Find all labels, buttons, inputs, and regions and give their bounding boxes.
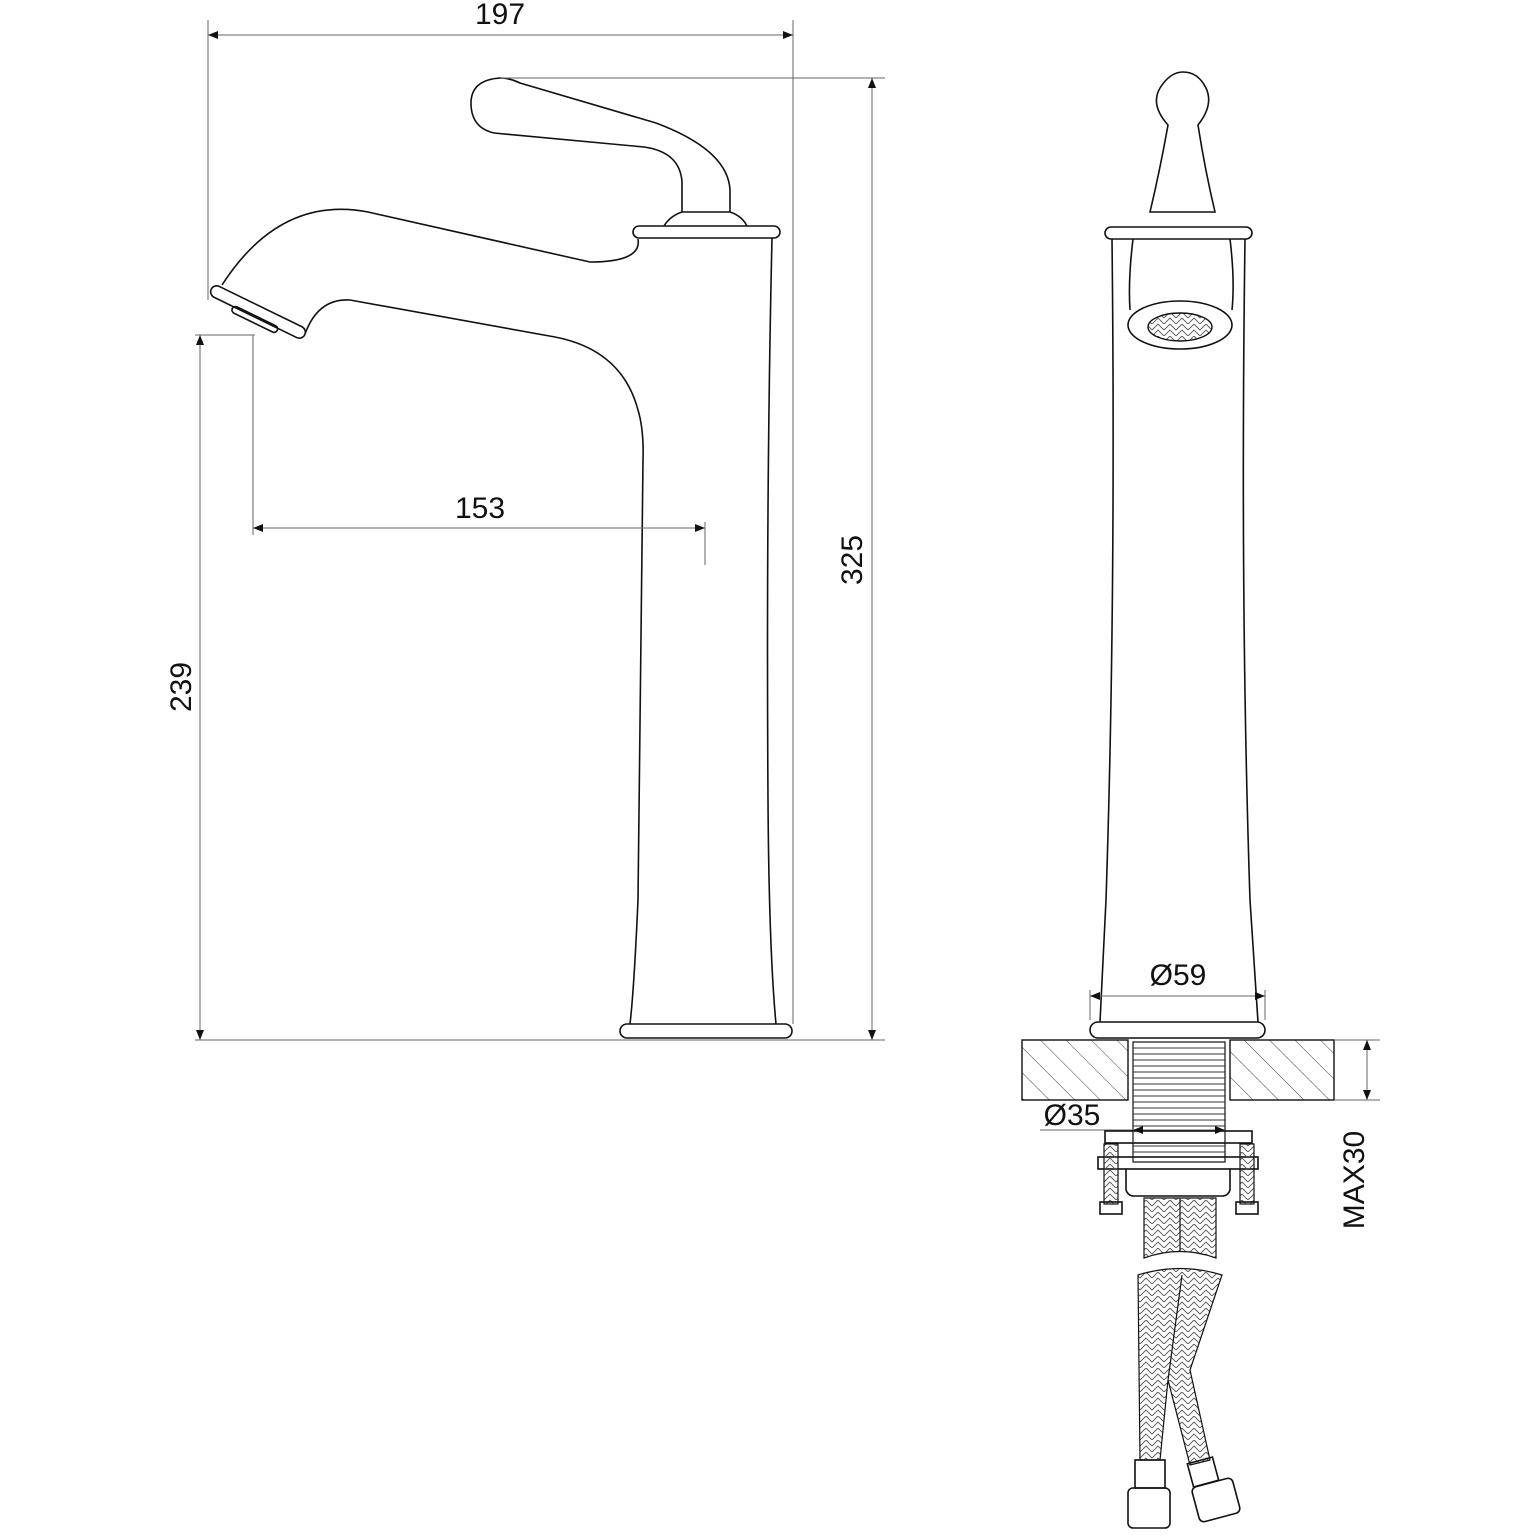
washer	[1104, 1130, 1253, 1144]
dimension-thread-diameter: Ø35	[1044, 1099, 1101, 1132]
dimension-max-counter-thickness: MAX30	[1338, 1131, 1371, 1229]
aerator-mesh	[1147, 312, 1213, 342]
body-right-edge	[766, 237, 777, 1025]
front-view: Ø59 Ø35 MAX30	[1021, 71, 1380, 1529]
lever-handle	[470, 77, 731, 212]
front-base-ring	[1089, 1021, 1266, 1039]
handle-collar	[663, 211, 748, 227]
supply-hoses	[1127, 1197, 1241, 1529]
dimension-spout-reach: 153	[455, 492, 505, 525]
threaded-shank	[1132, 1041, 1226, 1163]
dimension-base-diameter: Ø59	[1150, 959, 1207, 992]
dimension-spout-height: 239	[165, 662, 198, 712]
front-body	[1099, 238, 1259, 1023]
spout-outlet-ring	[209, 285, 307, 339]
mounting-plate	[1097, 1156, 1259, 1170]
dimension-overall-width: 197	[475, 0, 525, 31]
top-cap-ring	[632, 225, 781, 239]
mounting-bolts	[1099, 1143, 1259, 1215]
spout-upper	[221, 208, 639, 286]
dimension-overall-height: 325	[836, 535, 869, 585]
aerator	[231, 305, 279, 334]
front-cap-ring	[1104, 226, 1253, 240]
base-ring	[619, 1023, 793, 1039]
countertop-right	[1229, 1039, 1335, 1101]
handle-knob	[1148, 71, 1217, 213]
spout-lower-body	[304, 299, 644, 1025]
countertop-left	[1021, 1039, 1129, 1101]
aerator-outer	[1127, 300, 1233, 350]
mounting-nut	[1125, 1169, 1231, 1197]
spout-hood	[1128, 238, 1234, 311]
side-view: 197 325 239 153	[165, 0, 885, 1041]
